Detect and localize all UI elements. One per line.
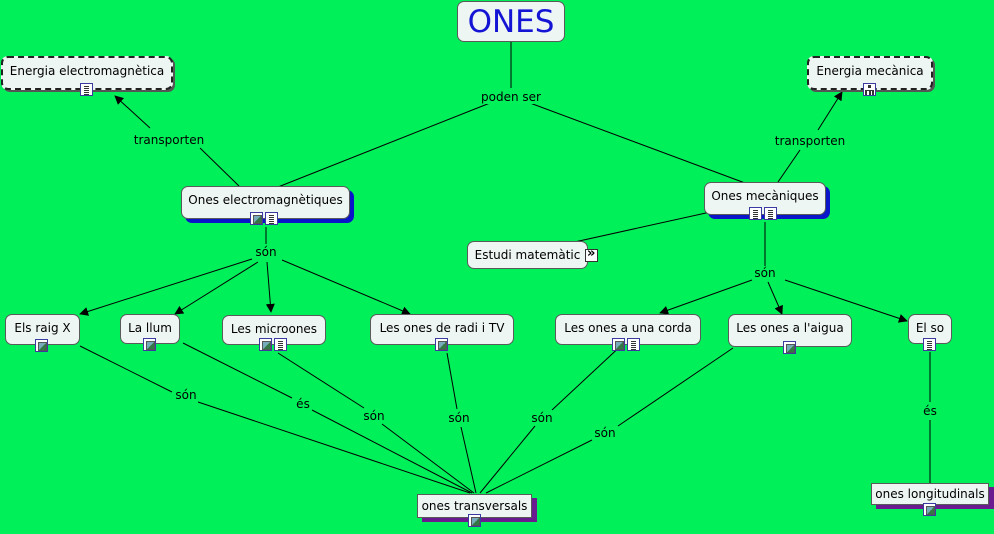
link-son-so — [784, 279, 908, 323]
link-aigua-trans-2 — [485, 439, 593, 494]
concept-label: Els raig X — [14, 321, 71, 335]
link-son-micro — [265, 261, 275, 313]
resource-icons — [35, 339, 48, 352]
link-rx-trans-2 — [197, 401, 471, 494]
concept-ones[interactable]: ONES — [457, 1, 565, 42]
link-corda-trans — [551, 341, 626, 411]
resource-icons — [863, 83, 876, 96]
link-son-rx — [79, 258, 253, 316]
link-son-radi — [281, 259, 411, 315]
concept-label: Energia electromagnètica — [9, 64, 165, 78]
concept-map-icon[interactable] — [863, 83, 876, 96]
image-icon[interactable] — [259, 338, 272, 351]
image-icon[interactable] — [783, 341, 796, 354]
resource-icons — [923, 338, 936, 351]
link-rx-trans — [79, 345, 173, 393]
image-icon[interactable] — [250, 212, 263, 225]
concept-ones-longitudinals[interactable]: ones longitudinals — [871, 483, 989, 505]
resource-icons — [585, 246, 598, 262]
link-label-son-radi: són — [447, 411, 471, 425]
resource-icons — [259, 338, 287, 351]
image-icon[interactable] — [435, 338, 448, 351]
link-radi-trans — [446, 352, 458, 410]
link-label-son-aigua: són — [593, 426, 617, 440]
resource-icons — [783, 341, 796, 354]
document-icon[interactable] — [749, 207, 762, 220]
concept-label: La llum — [128, 321, 172, 335]
link-micro-trans-2 — [381, 423, 475, 494]
link-label-son-em: són — [254, 245, 278, 259]
concept-ones-transversals[interactable]: ones transversals — [417, 494, 532, 518]
concept-label: Les ones a una corda — [564, 321, 692, 335]
document-icon[interactable] — [764, 207, 777, 220]
resource-icons — [435, 338, 448, 351]
concept-label: Les ones a l'aigua — [736, 321, 844, 335]
link-transporten-energia-mec — [817, 91, 843, 131]
link-em-transporten — [199, 147, 240, 187]
document-icon[interactable] — [627, 338, 640, 351]
concept-label: ones transversals — [421, 499, 528, 513]
resource-icons — [612, 338, 640, 351]
concept-label: Les ones de radi i TV — [379, 321, 505, 335]
resource-icons — [143, 338, 156, 351]
link-label-es-so: és — [922, 404, 938, 418]
image-icon[interactable] — [923, 503, 936, 516]
link-mec-estudi — [569, 210, 716, 244]
document-icon[interactable] — [274, 338, 287, 351]
link-mec-transporten — [777, 149, 801, 183]
link-label-poden-ser: poden ser — [480, 90, 542, 104]
link-label-son-rx: són — [174, 388, 198, 402]
link-corda-trans-2 — [479, 425, 536, 494]
image-icon[interactable] — [468, 514, 481, 527]
concept-ones-label: ONES — [467, 4, 555, 40]
link-aigua-trans — [617, 347, 734, 427]
link-label-son-corda: són — [530, 411, 554, 425]
link-poden-mec — [529, 102, 746, 184]
concept-label: Energia mecànica — [816, 64, 924, 78]
concept-ones-mecaniques[interactable]: Ones mecàniques — [704, 182, 826, 215]
document-icon[interactable] — [265, 212, 278, 225]
image-icon[interactable] — [35, 339, 48, 352]
resource-icons — [468, 514, 481, 527]
link-micro-trans — [277, 352, 365, 409]
image-icon[interactable] — [612, 338, 625, 351]
link-son-aigua — [767, 281, 783, 315]
image-icon[interactable] — [143, 338, 156, 351]
concept-label: Les microones — [230, 322, 318, 336]
link-llum-trans — [182, 342, 293, 399]
concept-label: Ones mecàniques — [711, 189, 819, 203]
concept-estudi-matematic[interactable]: Estudi matemàtic — [467, 241, 588, 269]
resource-icons — [749, 207, 777, 220]
link-label-son-mec: són — [753, 266, 777, 280]
link-label-transporten-em: transporten — [132, 133, 206, 147]
resource-icons — [80, 83, 93, 96]
link-radi-trans-2 — [460, 426, 477, 494]
concept-label: El so — [915, 321, 945, 335]
document-icon[interactable] — [923, 338, 936, 351]
link-transporten-energia-em — [114, 95, 151, 129]
document-icon[interactable] — [80, 83, 93, 96]
concept-label: ones longitudinals — [875, 487, 985, 501]
resource-icons — [923, 503, 936, 516]
link-label-transporten-mec: transporten — [773, 134, 847, 148]
link-son-llum — [174, 261, 259, 315]
link-label-es-llum: és — [295, 397, 311, 411]
resource-icons — [250, 212, 278, 225]
concept-label: Estudi matemàtic — [474, 248, 581, 262]
link-son-corda — [659, 279, 753, 315]
link-label-son-micro: són — [362, 409, 386, 423]
nested-map-icon[interactable] — [585, 246, 598, 262]
link-poden-em — [277, 102, 491, 188]
link-llum-trans-2 — [311, 409, 473, 494]
concept-label: Ones electromagnètiques — [188, 193, 343, 207]
